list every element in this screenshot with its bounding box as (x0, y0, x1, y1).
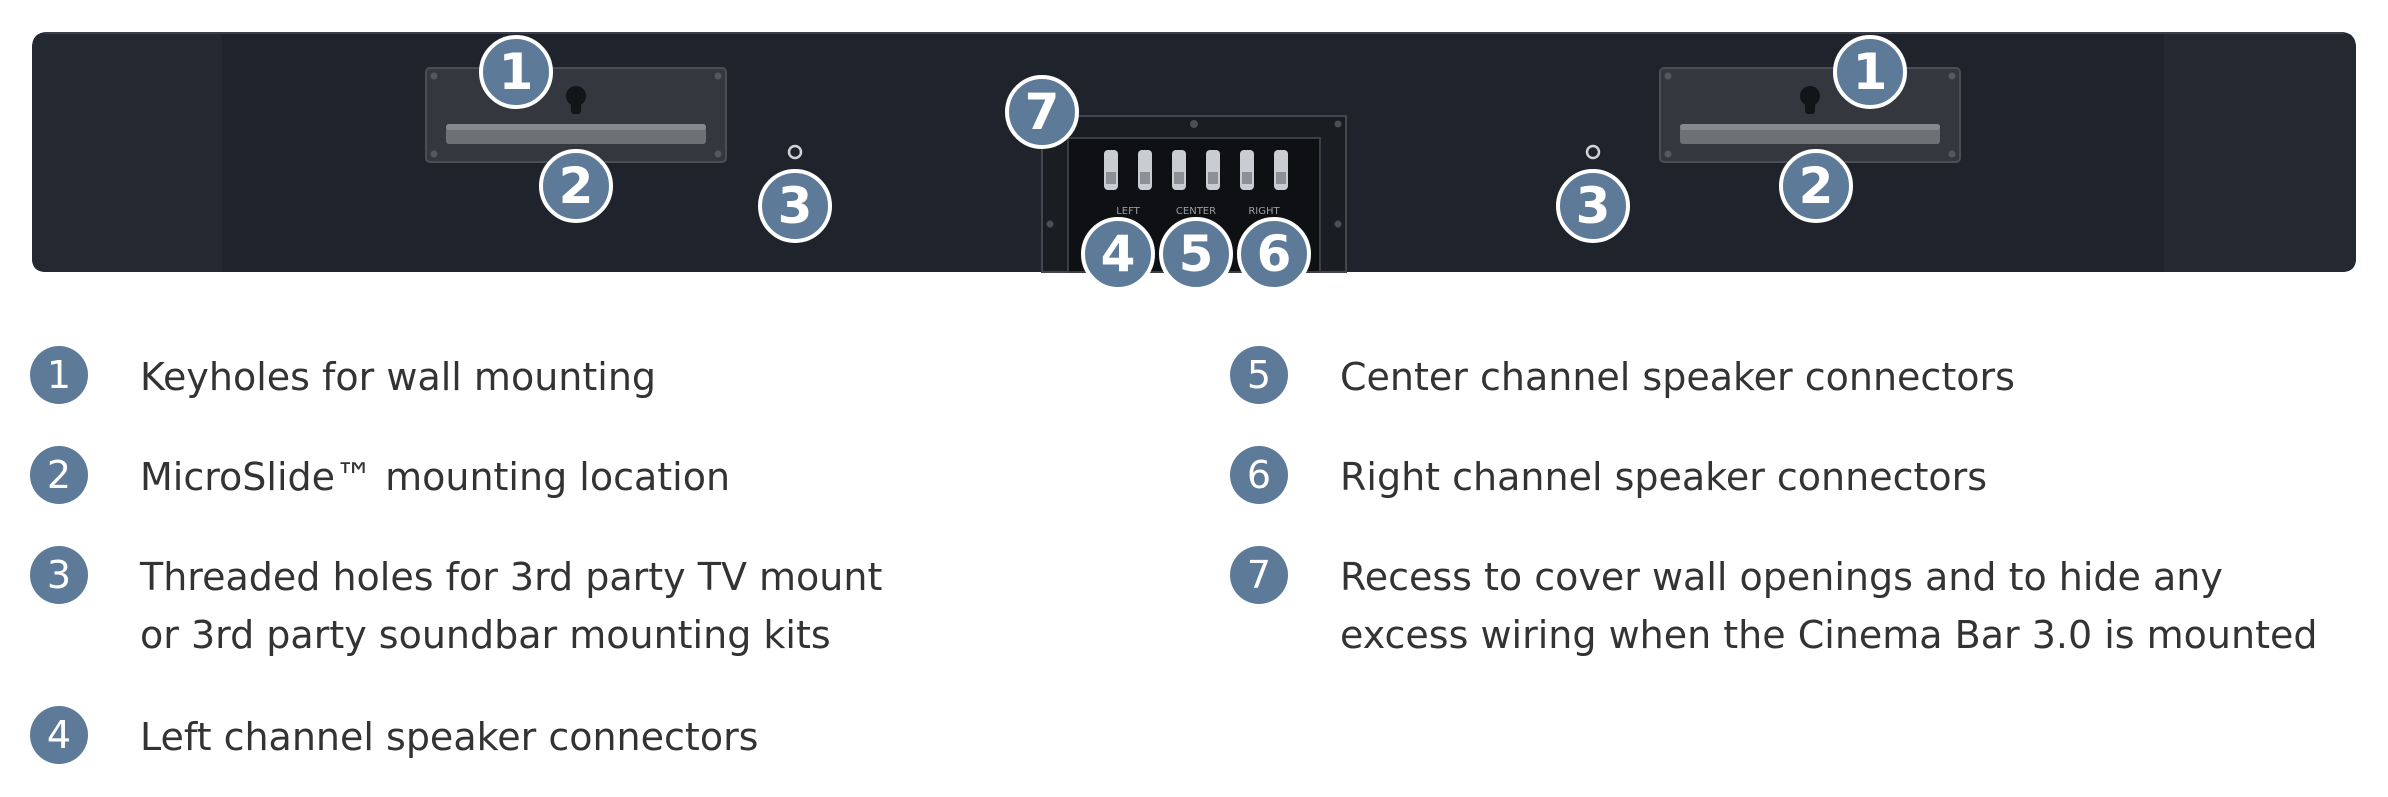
soundbar-left-end (32, 32, 222, 272)
legend-item-right-connectors: 6 Right channel speaker connectors (1230, 446, 1987, 506)
legend-text: Threaded holes for 3rd party TV mount or… (140, 548, 882, 664)
terminal-label-right: RIGHT (1248, 206, 1280, 217)
callout-right-connectors: 6 (1237, 217, 1311, 291)
legend-line: Left channel speaker connectors (140, 715, 759, 759)
callout-microslide-left: 2 (539, 149, 613, 223)
right-mounting-plate (1659, 67, 1961, 163)
terminal-post (1138, 150, 1152, 190)
legend-number: 7 (1230, 546, 1288, 604)
legend-line: MicroSlide™ mounting location (140, 455, 731, 499)
callout-keyhole-left: 1 (479, 35, 553, 109)
callout-number: 5 (1179, 225, 1214, 283)
legend-number: 4 (30, 706, 88, 764)
right-threaded-hole (1585, 144, 1601, 160)
callout-left-connectors: 4 (1081, 217, 1155, 291)
callout-number: 2 (559, 157, 594, 215)
legend-number: 5 (1230, 346, 1288, 404)
speaker-terminals (1104, 150, 1288, 190)
terminal-post (1274, 150, 1288, 190)
legend-line: Right channel speaker connectors (1340, 455, 1988, 499)
legend-text: Right channel speaker connectors (1340, 448, 1987, 506)
callout-keyhole-right: 1 (1833, 35, 1907, 109)
legend-line: excess wiring when the Cinema Bar 3.0 is… (1340, 613, 2318, 657)
legend-text: Keyholes for wall mounting (140, 348, 656, 406)
legend-text: Center channel speaker connectors (1340, 348, 2015, 406)
callout-number: 1 (1853, 43, 1888, 101)
legend-text: Recess to cover wall openings and to hid… (1340, 548, 2318, 664)
soundbar-right-end (2164, 32, 2356, 272)
legend-number: 6 (1230, 446, 1288, 504)
left-mounting-plate (425, 67, 727, 163)
legend-item-threaded-holes: 3 Threaded holes for 3rd party TV mount … (30, 546, 882, 664)
callout-number: 4 (1101, 225, 1136, 283)
legend-line: or 3rd party soundbar mounting kits (140, 613, 831, 657)
terminal-label-center: CENTER (1176, 206, 1216, 217)
left-threaded-hole (787, 144, 803, 160)
legend-number: 2 (30, 446, 88, 504)
legend-item-left-connectors: 4 Left channel speaker connectors (30, 706, 758, 766)
callout-number: 6 (1257, 225, 1292, 283)
callout-threaded-right: 3 (1556, 169, 1630, 243)
legend-line: Keyholes for wall mounting (140, 355, 657, 399)
legend-text: Left channel speaker connectors (140, 708, 758, 766)
callout-number: 3 (778, 177, 813, 235)
terminal-label-left: LEFT (1116, 206, 1140, 217)
terminal-post (1206, 150, 1220, 190)
legend-line: Center channel speaker connectors (1340, 355, 2015, 399)
callout-threaded-left: 3 (758, 169, 832, 243)
callout-recess: 7 (1005, 75, 1079, 149)
callout-number: 1 (499, 43, 534, 101)
callout-number: 3 (1576, 177, 1611, 235)
legend-line: Recess to cover wall openings and to hid… (1340, 555, 2223, 599)
callout-center-connectors: 5 (1159, 217, 1233, 291)
callout-microslide-right: 2 (1779, 149, 1853, 223)
callout-number: 2 (1799, 157, 1834, 215)
soundbar-diagram: LEFT CENTER RIGHT 1 2 3 3 2 1 7 4 5 6 (32, 32, 2356, 291)
legend-number: 3 (30, 546, 88, 604)
legend-line: Threaded holes for 3rd party TV mount (140, 555, 883, 599)
callout-number: 7 (1025, 83, 1060, 141)
terminal-post (1240, 150, 1254, 190)
legend-item-microslide: 2 MicroSlide™ mounting location (30, 446, 730, 506)
legend-text: MicroSlide™ mounting location (140, 448, 730, 506)
legend-item-center-connectors: 5 Center channel speaker connectors (1230, 346, 2015, 406)
legend-item-recess: 7 Recess to cover wall openings and to h… (1230, 546, 2318, 664)
legend-number: 1 (30, 346, 88, 404)
terminal-post (1104, 150, 1118, 190)
legend-item-keyholes: 1 Keyholes for wall mounting (30, 346, 656, 406)
terminal-post (1172, 150, 1186, 190)
